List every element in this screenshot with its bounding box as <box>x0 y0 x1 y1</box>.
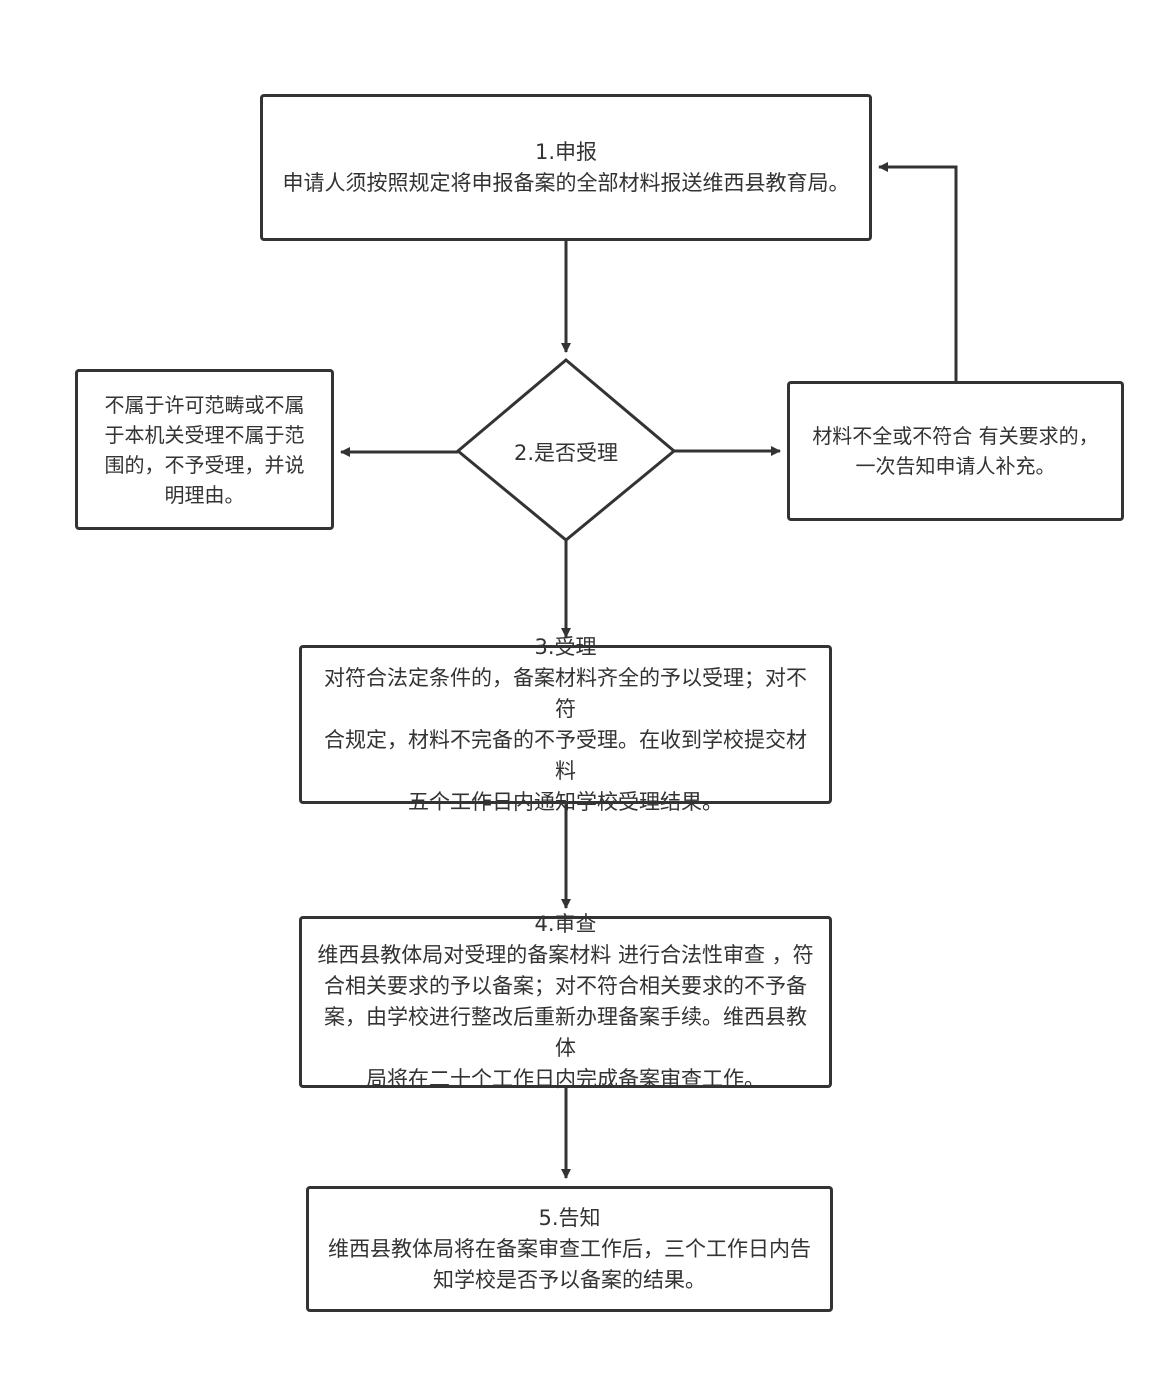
arrow-supply-to-apply <box>878 162 958 381</box>
step-accept-desc: 对符合法定条件的，备案材料齐全的予以受理；对不符 合规定，材料不完备的不予受理。… <box>324 665 807 814</box>
step-review-desc: 维西县教体局对受理的备案材料 进行合法性审查 ，符 合相关要求的予以备案；对不符… <box>317 943 814 1091</box>
supply-box: 材料不全或不符合 有关要求的， 一次告知申请人补充。 <box>787 381 1124 521</box>
reject-box: 不属于许可范畴或不属 于本机关受理不属于范 围的，不予受理，并说 明理由。 <box>75 369 334 530</box>
step-apply-desc: 申请人须按照规定将申报备案的全部材料报送维西县教育局。 <box>282 170 850 195</box>
step-notify-box: 5.告知 维西县教体局将在备案审查工作后，三个工作日内告 知学校是否予以备案的结… <box>306 1186 833 1312</box>
step-apply-box: 1.申报 申请人须按照规定将申报备案的全部材料报送维西县教育局。 <box>260 94 872 241</box>
step-notify-title: 5.告知 <box>538 1205 601 1230</box>
step-accept-box: 3.受理 对符合法定条件的，备案材料齐全的予以受理；对不符 合规定，材料不完备的… <box>299 635 832 814</box>
step-accept-title: 3.受理 <box>534 634 597 659</box>
supply-desc: 材料不全或不符合 有关要求的， 一次告知申请人补充。 <box>812 424 1099 478</box>
step-notify-desc: 维西县教体局将在备案审查工作后，三个工作日内告 知学校是否予以备案的结果。 <box>328 1236 811 1292</box>
step-review-box: 4.审查 维西县教体局对受理的备案材料 进行合法性审查 ，符 合相关要求的予以备… <box>299 912 832 1091</box>
step-apply-title: 1.申报 <box>534 139 598 164</box>
reject-desc: 不属于许可范畴或不属 于本机关受理不属于范 围的，不予受理，并说 明理由。 <box>104 392 305 507</box>
decision-diamond <box>455 358 677 542</box>
decision-label: 2.是否受理 <box>513 441 619 465</box>
step-review-title: 4.审查 <box>534 912 597 936</box>
